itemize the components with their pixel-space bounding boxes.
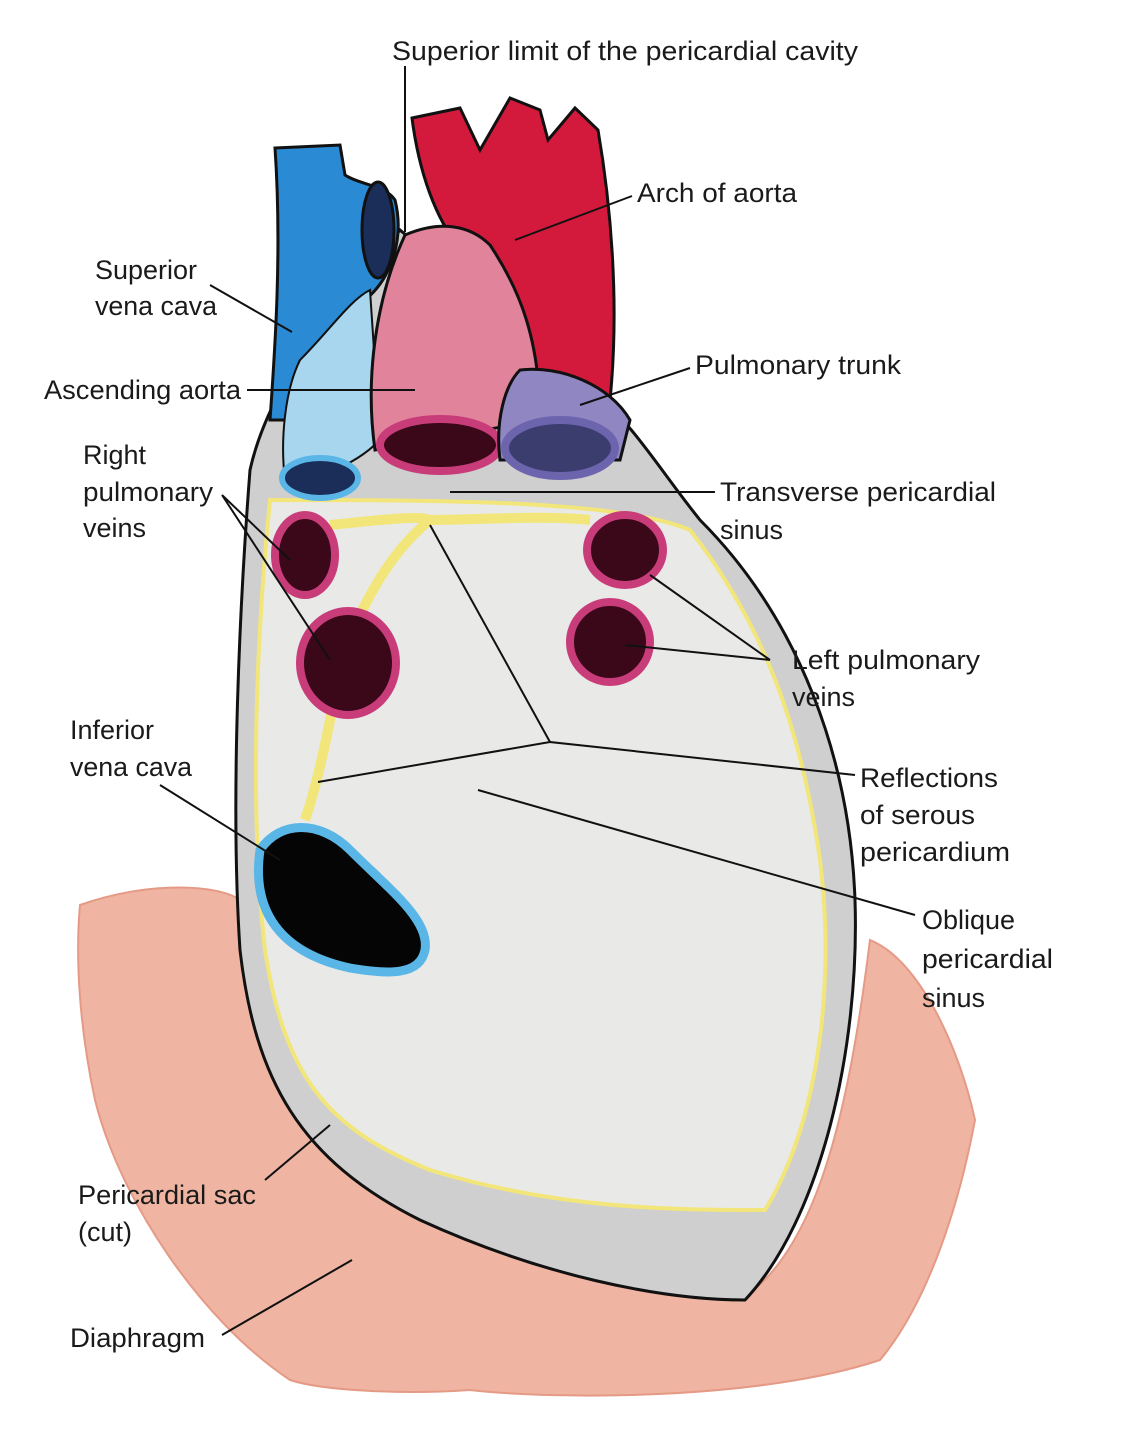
label-diaphragm: Diaphragm — [70, 1323, 205, 1353]
label-lpv-line1: Left pulmonary — [792, 645, 981, 675]
label-reflections-line3: pericardium — [860, 837, 1010, 867]
left-pulmonary-veins — [566, 511, 667, 686]
label-oblique-line1: Oblique — [922, 905, 1015, 935]
label-svc-line1: Superior — [95, 255, 197, 285]
label-ivc-line2: vena cava — [70, 752, 193, 782]
label-sac-line2: (cut) — [78, 1217, 132, 1247]
label-svc-line2: vena cava — [95, 291, 218, 321]
label-sac-line1: Pericardial sac — [78, 1180, 256, 1210]
label-transverse-line1: Transverse pericardial — [720, 477, 996, 507]
label-rpv-line2: pulmonary — [83, 477, 214, 507]
label-pulmonary-trunk: Pulmonary trunk — [695, 350, 902, 380]
pulmonary-trunk-lumen — [501, 416, 619, 480]
label-superior-limit: Superior limit of the pericardial cavity — [392, 36, 859, 66]
ascending-aorta-shape — [369, 224, 542, 452]
leader-lines — [159, 66, 916, 1336]
label-transverse-line2: sinus — [720, 515, 783, 545]
label-lpv-line2: veins — [792, 682, 855, 712]
label-ivc-line1: Inferior — [70, 715, 154, 745]
label-reflections-line1: Reflections — [860, 763, 998, 793]
label-reflections-line2: of serous — [860, 800, 975, 830]
label-rpv-line1: Right — [83, 440, 147, 470]
label-oblique-line3: sinus — [922, 983, 985, 1013]
svc-cut-end — [279, 455, 361, 501]
label-oblique-line2: pericardial — [922, 944, 1053, 974]
ascending-aorta-lumen — [376, 415, 504, 475]
label-ascending-aorta: Ascending aorta — [44, 375, 242, 405]
inferior-vena-cava-shape — [254, 823, 430, 977]
label-arch-of-aorta: Arch of aorta — [637, 178, 798, 208]
svc-lumen — [360, 180, 396, 280]
right-pulmonary-veins — [271, 511, 400, 719]
label-rpv-line3: veins — [83, 513, 146, 543]
